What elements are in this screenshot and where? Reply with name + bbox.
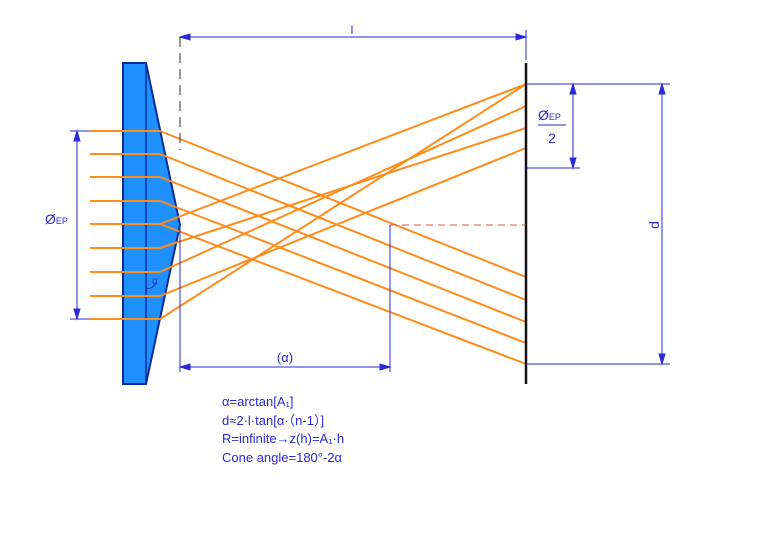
refracted-rays bbox=[159, 83, 527, 365]
refracted-ray bbox=[159, 147, 527, 297]
refracted-ray bbox=[159, 200, 527, 344]
dimension-alpha bbox=[178, 225, 392, 372]
formula-alpha: α=arctan[A₁] bbox=[222, 394, 294, 409]
refracted-ray bbox=[159, 130, 527, 278]
formula-cone-angle: Cone angle=180°-2α bbox=[222, 449, 343, 465]
dimension-l bbox=[178, 30, 528, 60]
incoming-rays bbox=[90, 130, 160, 320]
refracted-ray bbox=[159, 223, 527, 365]
refracted-ray bbox=[159, 176, 527, 323]
label-d: d bbox=[646, 221, 662, 229]
refracted-ray bbox=[159, 105, 527, 273]
refracted-ray bbox=[159, 83, 527, 320]
formula-d: d≈2·l·tan[α·（n-1）] bbox=[222, 412, 325, 428]
label-half-pupil-den: 2 bbox=[548, 130, 556, 146]
dimension-entrance-pupil bbox=[70, 129, 90, 321]
label-alpha-distance: (α) bbox=[277, 350, 293, 365]
label-half-pupil-num: ØEP bbox=[538, 107, 561, 123]
alpha-angle-arc bbox=[145, 282, 157, 289]
label-l: l bbox=[351, 23, 354, 37]
refracted-ray bbox=[159, 83, 527, 225]
formula-block: α=arctan[A₁] d≈2·l·tan[α·（n-1）] R=infini… bbox=[222, 393, 344, 467]
dimension-d bbox=[526, 82, 670, 366]
label-entrance-pupil: ØEP bbox=[45, 211, 68, 227]
formula-r: R=infinite→z(h)=A₁·h bbox=[222, 431, 345, 447]
label-alpha-angle: α bbox=[152, 276, 158, 287]
refracted-ray bbox=[159, 153, 527, 301]
dimension-half-pupil bbox=[526, 82, 580, 170]
